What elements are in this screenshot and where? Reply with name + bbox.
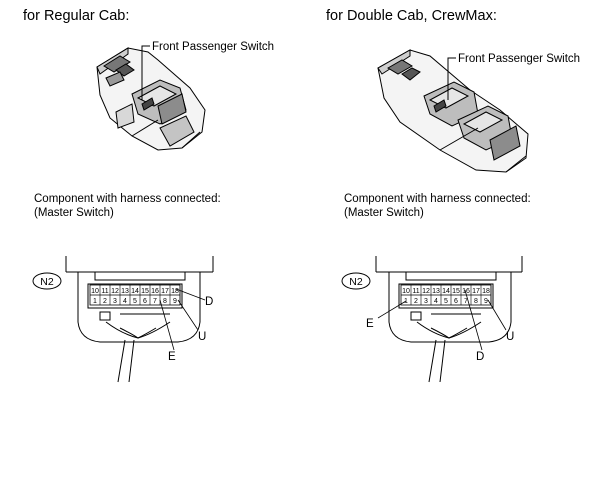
- double-cab-switch-illustration: [377, 49, 529, 173]
- regular-cab-pin-12: 12: [111, 288, 119, 295]
- regular-cab-pin-17: 17: [161, 288, 169, 295]
- regular-cab-d-leader: [175, 288, 206, 301]
- double-cab-connector-id-badge: [341, 272, 371, 290]
- regular-cab-pin-16: 16: [151, 288, 159, 295]
- double-cab-callout-d: D: [476, 351, 484, 363]
- double-cab-connector-id: N2: [349, 276, 363, 288]
- double-cab-pin-17: 17: [472, 288, 480, 295]
- regular-cab-pin-3: 3: [113, 298, 117, 305]
- regular-cab-pin-9: 9: [173, 298, 177, 305]
- regular-cab-connector-id: N2: [40, 276, 54, 288]
- double-cab-pin-13: 13: [432, 288, 440, 295]
- regular-cab-leader-line: [141, 45, 150, 100]
- regular-cab-pin-2: 2: [103, 298, 107, 305]
- regular-cab-switch-illustration: [96, 47, 206, 151]
- double-cab-e-leader: [377, 300, 407, 319]
- double-cab-pin-7: 7: [464, 298, 468, 305]
- regular-cab-pin-4: 4: [123, 298, 127, 305]
- regular-cab-e-leader: [159, 299, 175, 351]
- regular-cab-u-leader: [177, 299, 199, 331]
- regular-cab-pin-10: 10: [91, 288, 99, 295]
- regular-cab-pin-11: 11: [101, 288, 108, 295]
- double-cab-pin-2: 2: [414, 298, 418, 305]
- double-cab-u-leader: [487, 299, 507, 331]
- double-cab-pin-16: 16: [462, 288, 470, 295]
- double-cab-pin-6: 6: [454, 298, 458, 305]
- double-cab-pin-9: 9: [484, 298, 488, 305]
- regular-cab-title: for Regular Cab:: [23, 8, 129, 24]
- regular-cab-pin-18: 18: [171, 288, 179, 295]
- double-cab-pin-1: 1: [404, 298, 408, 305]
- regular-cab-pin-13: 13: [121, 288, 129, 295]
- regular-cab-pin-7: 7: [153, 298, 157, 305]
- double-cab-caption-line1: Component with harness connected:: [344, 193, 531, 205]
- double-cab-pin-15: 15: [452, 288, 460, 295]
- regular-cab-switch-label: Front Passenger Switch: [152, 41, 274, 53]
- double-cab-callout-e: E: [366, 318, 374, 330]
- double-cab-pin-8: 8: [474, 298, 478, 305]
- double-cab-pin-10: 10: [402, 288, 410, 295]
- regular-cab-pin-14: 14: [131, 288, 139, 295]
- regular-cab-pin-8: 8: [163, 298, 167, 305]
- double-cab-title: for Double Cab, CrewMax:: [326, 8, 497, 24]
- regular-cab-callout-d: D: [205, 296, 213, 308]
- double-cab-pin-3: 3: [424, 298, 428, 305]
- double-cab-pin-5: 5: [444, 298, 448, 305]
- regular-cab-connector: [65, 256, 214, 383]
- double-cab-pin-11: 11: [412, 288, 419, 295]
- regular-cab-pin-6: 6: [143, 298, 147, 305]
- double-cab-callout-u: U: [506, 331, 514, 343]
- double-cab-pin-14: 14: [442, 288, 450, 295]
- regular-cab-pin-5: 5: [133, 298, 137, 305]
- double-cab-pin-12: 12: [422, 288, 430, 295]
- regular-cab-pin-1: 1: [93, 298, 97, 305]
- double-cab-leader-line: [447, 57, 456, 100]
- regular-cab-connector-id-badge: [32, 272, 62, 290]
- double-cab-d-leader: [464, 289, 483, 351]
- double-cab-panel: for Double Cab, CrewMax: Front Passenger…: [326, 8, 580, 383]
- regular-cab-panel: for Regular Cab: Front Passenger Switch …: [23, 8, 274, 383]
- double-cab-pin-18: 18: [482, 288, 490, 295]
- double-cab-pin-4: 4: [434, 298, 438, 305]
- double-cab-switch-label: Front Passenger Switch: [458, 53, 580, 65]
- regular-cab-callout-u: U: [198, 331, 206, 343]
- regular-cab-pin-15: 15: [141, 288, 149, 295]
- regular-cab-caption-line1: Component with harness connected:: [34, 193, 221, 205]
- double-cab-connector: [375, 256, 523, 383]
- regular-cab-callout-e: E: [168, 351, 176, 363]
- double-cab-caption-line2: (Master Switch): [344, 207, 424, 219]
- regular-cab-caption-line2: (Master Switch): [34, 207, 114, 219]
